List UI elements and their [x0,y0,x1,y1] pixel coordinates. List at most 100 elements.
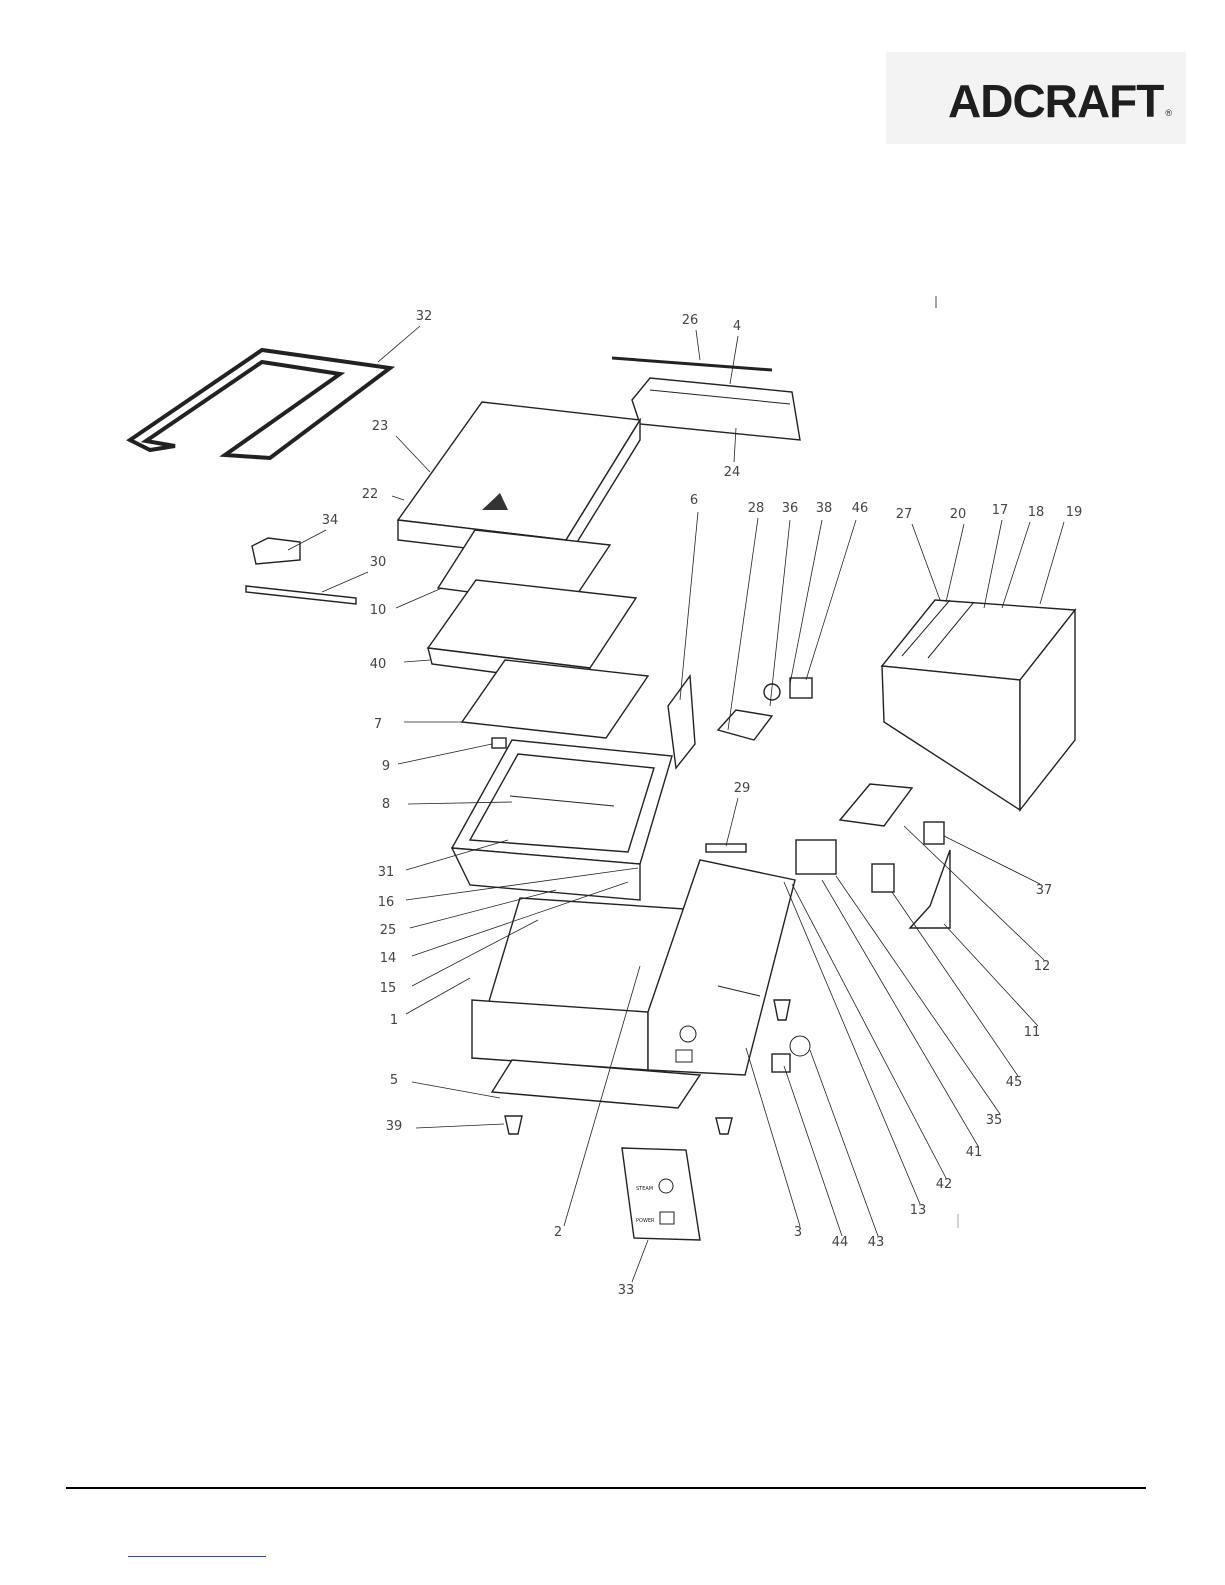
callout-24: 24 [724,465,741,480]
part-30-handle [246,586,356,604]
callout-25: 25 [380,923,397,938]
callout-13: 13 [910,1203,927,1218]
callout-44: 44 [832,1235,849,1250]
callout-9: 9 [382,759,390,774]
leader-line-27 [912,524,940,600]
leader-line-37 [944,836,1040,884]
callout-28: 28 [748,501,765,516]
leader-line-46 [806,520,856,680]
callout-20: 20 [950,507,967,522]
leader-line-5 [412,1082,500,1098]
part-33-front-panel: STEAM POWER [622,1148,700,1240]
footer-link-underline [128,1556,266,1557]
leader-line-4 [730,336,738,384]
leader-line-23 [396,436,430,472]
part-12-plate [840,784,912,826]
leader-line-41 [822,880,978,1146]
part-41-transformer [796,840,836,874]
leader-line-29 [726,798,738,846]
callout-45: 45 [1006,1075,1023,1090]
callout-11: 11 [1024,1025,1041,1040]
leader-line-33 [632,1240,648,1282]
callout-42: 42 [936,1177,953,1192]
part-34-clip [252,538,300,564]
leader-line-20 [946,524,964,602]
callout-2: 2 [554,1225,562,1240]
callout-19: 19 [1066,505,1083,520]
leader-line-40 [404,660,430,662]
callout-23: 23 [372,419,389,434]
part-9-block [492,738,506,748]
leader-line-35 [836,876,1000,1114]
leader-line-10 [396,588,442,608]
callout-29: 29 [734,781,751,796]
part-46-switch [790,678,812,698]
callout-17: 17 [992,503,1009,518]
leader-line-43 [810,1050,878,1236]
callout-8: 8 [382,797,390,812]
leader-line-44 [784,1066,842,1236]
part-19-rear-housing [882,600,1075,810]
callout-7: 7 [374,717,382,732]
footer-divider [66,1487,1146,1489]
callout-33: 33 [618,1283,635,1298]
part-28-board [718,710,772,740]
leader-line-6 [680,512,698,700]
callout-38: 38 [816,501,833,516]
callout-10: 10 [370,603,387,618]
part-39-foot [505,1116,522,1134]
part-8-tank [452,740,672,900]
leader-line-11 [944,924,1038,1026]
part-45-relay [872,864,894,892]
leader-line-3 [746,1048,800,1226]
part-6-bracket [668,676,695,768]
leader-line-13 [784,882,920,1204]
callout-4: 4 [733,319,741,334]
callout-3: 3 [794,1225,802,1240]
callout-39: 39 [386,1119,403,1134]
leader-line-39 [416,1124,504,1128]
callout-1: 1 [390,1013,398,1028]
leader-line-38 [790,520,822,684]
callout-16: 16 [378,895,395,910]
callout-5: 5 [390,1073,398,1088]
callout-18: 18 [1028,505,1045,520]
callout-32: 32 [416,309,433,324]
callout-12: 12 [1034,959,1051,974]
leader-line-9 [398,744,492,764]
callout-31: 31 [378,865,395,880]
callout-41: 41 [966,1145,983,1160]
leader-line-36 [770,520,790,706]
part-37-valve [924,822,944,844]
callout-6: 6 [690,493,698,508]
leader-line-28 [728,518,758,730]
callout-46: 46 [852,501,869,516]
part-26-rod [612,358,772,370]
callout-37: 37 [1036,883,1053,898]
leader-line-18 [1002,522,1030,608]
leader-line-34 [288,530,326,550]
part-32-gasket [130,350,390,458]
leader-line-26 [696,330,700,360]
callout-35: 35 [986,1113,1003,1128]
callout-26: 26 [682,313,699,328]
leader-line-30 [322,572,368,592]
leader-line-19 [1040,522,1064,604]
part-11-bracket [910,850,950,928]
leader-line-17 [984,520,1002,608]
callout-15: 15 [380,981,397,996]
callout-14: 14 [380,951,397,966]
callout-30: 30 [370,555,387,570]
panel-label-power: POWER [636,1218,655,1224]
part-4-bracket [632,378,800,440]
callout-27: 27 [896,507,913,522]
panel-label-steam: STEAM [636,1186,653,1192]
callout-34: 34 [322,513,339,528]
part-39-foot-3 [774,1000,790,1020]
part-39-foot-2 [716,1118,732,1134]
callout-22: 22 [362,487,379,502]
callout-40: 40 [370,657,387,672]
callout-43: 43 [868,1235,885,1250]
leader-line-32 [378,326,420,362]
